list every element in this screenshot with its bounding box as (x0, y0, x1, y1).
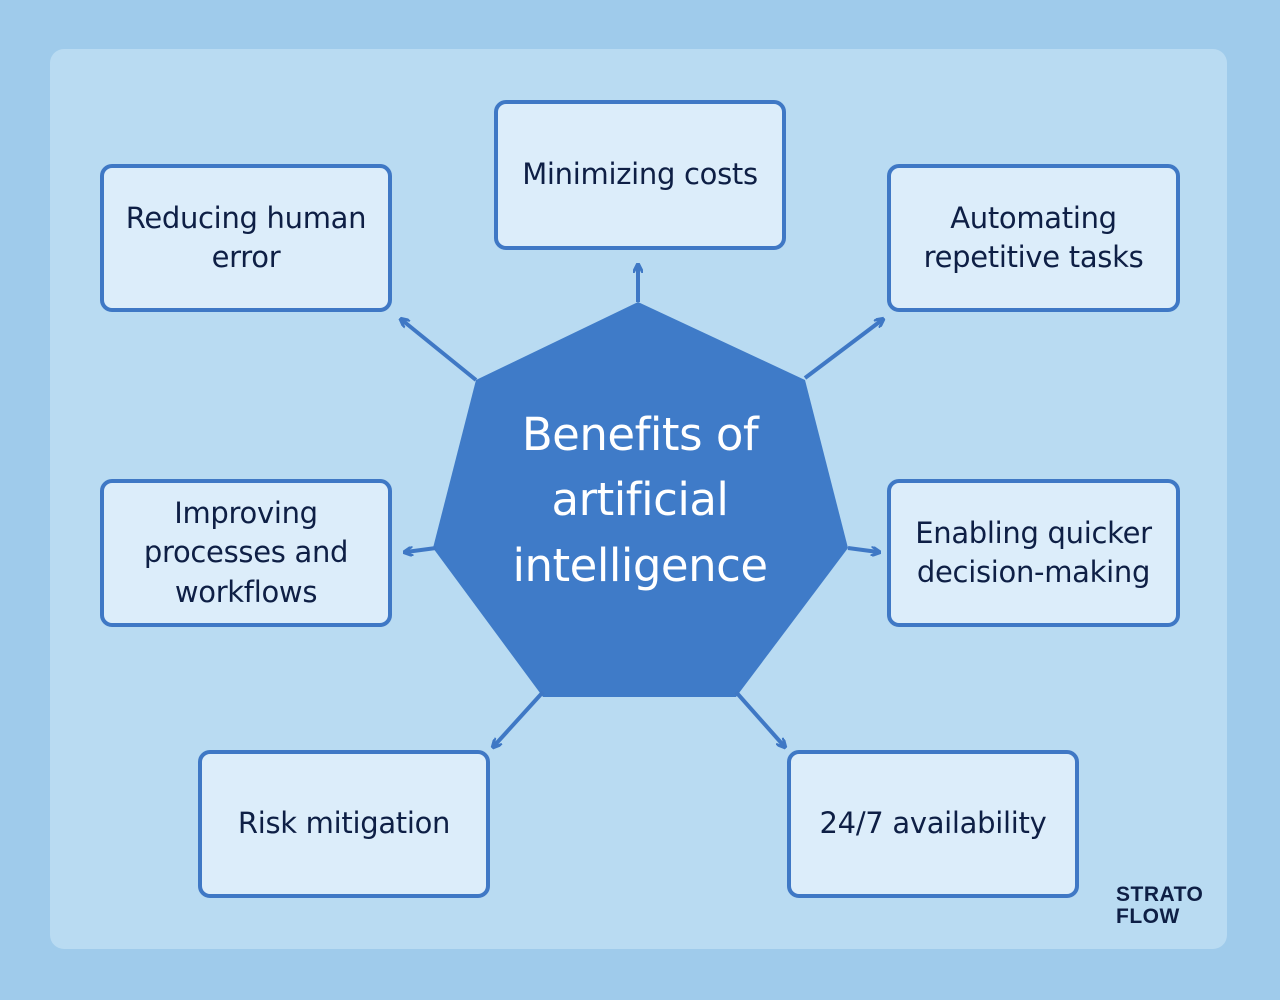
benefit-quicker-decisions: Enabling quicker decision-making (887, 479, 1180, 627)
benefit-label: Automating repetitive tasks (923, 200, 1144, 274)
arrow-to-improving-processes (406, 546, 437, 552)
benefit-label: Reducing human error (125, 200, 367, 274)
benefit-automating-tasks: Automating repetitive tasks (887, 164, 1180, 312)
arrow-to-quicker-decisions (847, 546, 878, 552)
benefit-label: Risk mitigation (237, 806, 451, 841)
benefit-reducing-human-error: Reducing human error (100, 164, 392, 312)
benefit-availability: 24/7 availability (787, 750, 1079, 898)
benefit-risk-mitigation: Risk mitigation (198, 750, 490, 898)
benefit-minimizing-costs: Minimizing costs (494, 100, 786, 250)
logo-line-1: STRATO (1116, 883, 1204, 906)
arrow-to-availability (734, 690, 784, 746)
benefit-improving-processes: Improving processes and workflows (100, 479, 392, 627)
benefit-label: Minimizing costs (522, 157, 758, 192)
diagram-title: Benefits of artificial intelligence (512, 408, 768, 592)
stratoflow-logo: STRATO FLOW (1116, 884, 1226, 928)
arrow-to-risk-mitigation (494, 690, 545, 746)
benefit-label: 24/7 availability (819, 806, 1047, 841)
arrow-to-reducing-human-error (402, 320, 478, 382)
benefit-label: Improving processes and workflows (143, 496, 349, 609)
arrow-to-automating-tasks (803, 320, 882, 380)
center-heptagon (433, 302, 848, 697)
benefit-label: Enabling quicker decision-making (915, 515, 1152, 589)
logo-line-2: FLOW (1116, 905, 1180, 928)
